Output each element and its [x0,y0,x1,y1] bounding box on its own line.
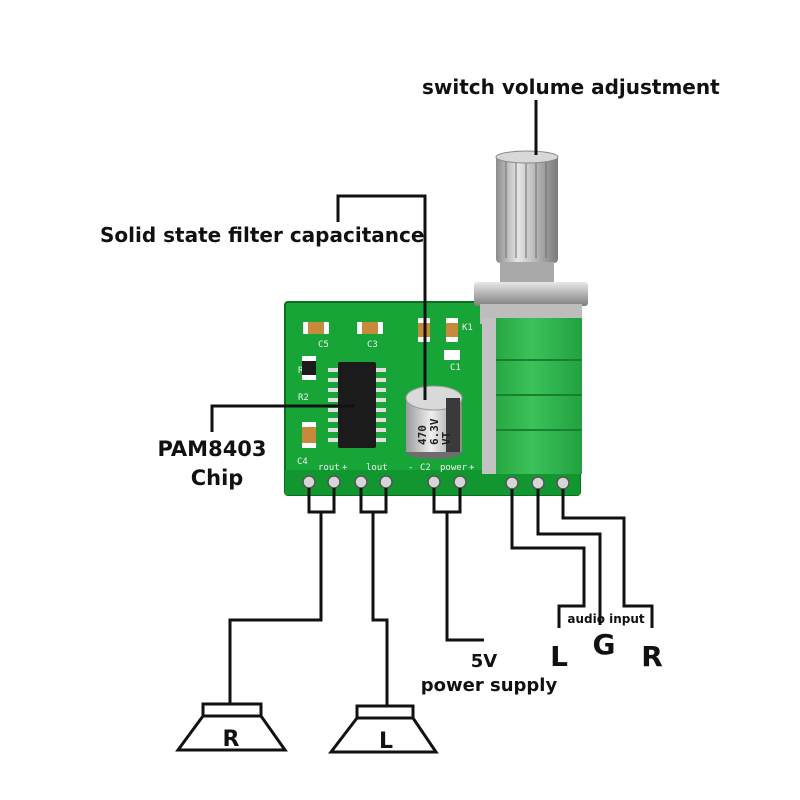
potentiometer-shaft [496,155,558,263]
smd-capacitor-c5 [303,322,329,334]
silk-c2: C2 [420,463,431,473]
smd-resistor-r3 [302,356,316,380]
smd-capacitor-k1 [446,318,458,342]
input-l-label: L [550,640,568,673]
pad-rout-plus [302,475,316,489]
capacitor-leader [336,194,427,400]
pad-input-l [505,476,519,490]
silk-lout: lout [366,463,388,473]
silk-plus-1: + [342,463,348,473]
capacitor-series: VT [440,431,453,445]
input-g-label: G [593,628,616,661]
pad-lout-plus [354,475,368,489]
silk-c4: C4 [297,457,308,467]
chip-pins-left [328,368,340,442]
chip-label-line2: Chip [191,466,244,490]
input-r-label: R [641,640,663,673]
pad-power-plus [453,475,467,489]
input-l-wire [510,489,586,628]
chip-label-line1: PAM8403 [157,437,266,461]
shaft-knurling [505,160,547,258]
silk-k1: K1 [462,323,473,333]
silk-c3: C3 [367,340,378,350]
silk-r2: R2 [298,393,309,403]
silk-plus-2: + [469,463,475,473]
silk-c5: C5 [318,340,329,350]
lout-wire [371,512,389,706]
input-r-wire [561,489,654,628]
power-wire [445,512,484,642]
pam8403-chip [328,362,386,448]
input-g-wire [536,489,602,625]
volume-label: switch volume adjustment [422,75,720,99]
input-wires [510,489,654,628]
potentiometer-nut [474,282,588,306]
filter-capacitor: 470 6.3V VT [405,385,463,459]
volume-potentiometer [474,150,588,474]
speaker-right-label: R [223,727,240,752]
silk-rout: rout [318,463,340,473]
speaker-right: R [175,702,288,752]
smd-capacitor-c3 [357,322,383,334]
chip-leader [210,404,355,432]
pad-power-minus [427,475,441,489]
capacitor-label: Solid state filter capacitance [100,223,424,247]
power-label-line2: power supply [421,675,558,696]
power-label-line1: 5V [471,651,498,672]
output-wires [228,488,484,706]
rout-wire [228,512,323,706]
speaker-left: L [327,704,439,754]
silk-minus-1: - [408,463,413,473]
smd-capacitor-c4 [302,422,316,448]
leader-lines [210,100,538,432]
pad-input-r [556,476,570,490]
capacitor-voltage: 6.3V [428,418,441,445]
capacitor-marking: 470 6.3V VT [416,418,453,445]
smd-led [444,350,460,360]
chip-pins-right [374,368,386,442]
pad-input-g [531,476,545,490]
audio-input-label: audio input [567,612,645,626]
pad-rout-minus [327,475,341,489]
silk-c1: C1 [450,363,461,373]
pad-lout-minus [379,475,393,489]
silk-power: power [440,463,468,473]
speaker-left-label: L [379,729,393,754]
capacitor-value: 470 [416,425,429,445]
